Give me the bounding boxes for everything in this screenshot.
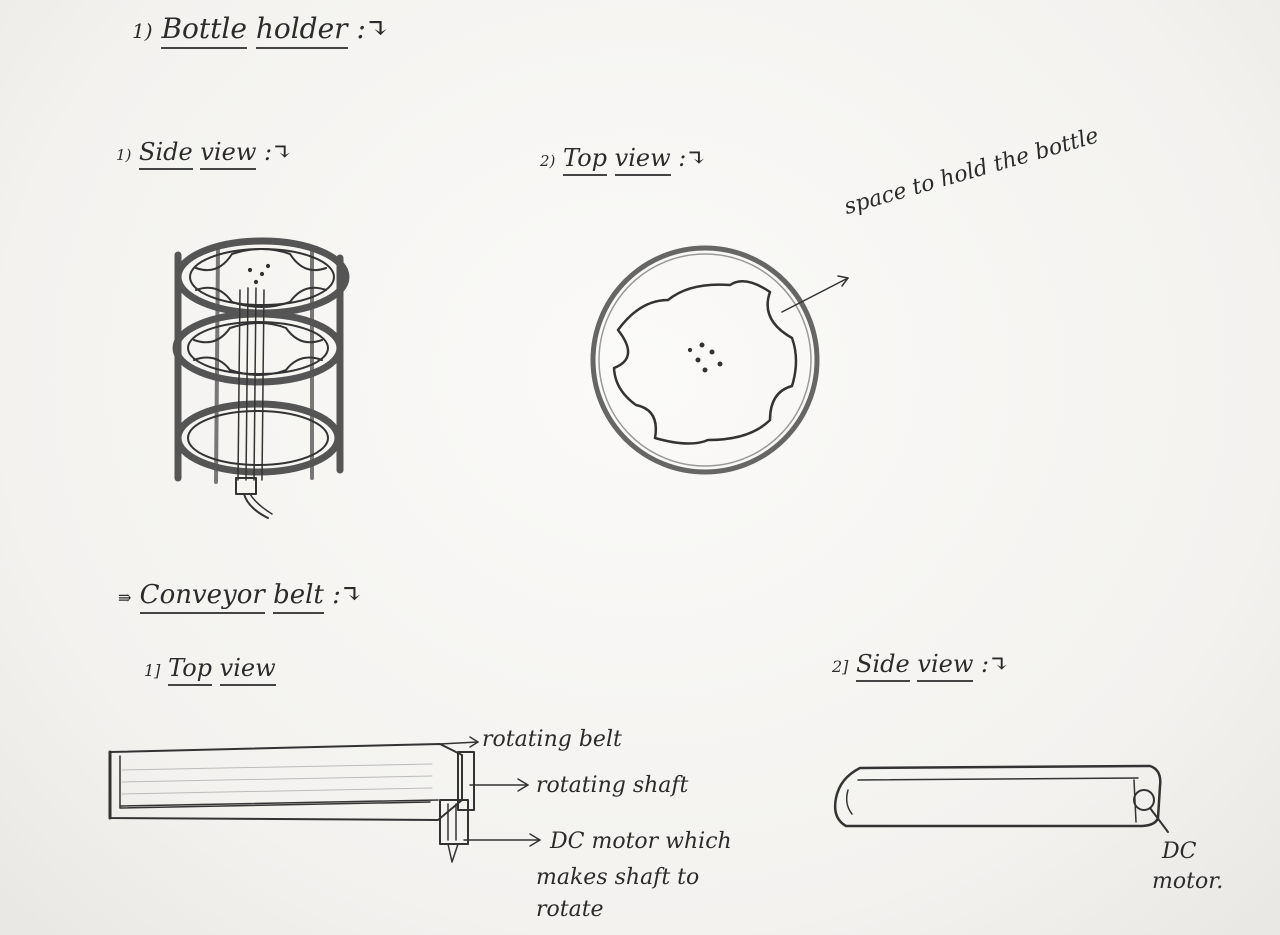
bottle-holder-side-view-heading: 1) Side view :↴	[116, 140, 292, 165]
conveyor-side-view-arrow: :↴	[981, 650, 1009, 678]
conveyor-top-view-word-view: view	[220, 654, 276, 686]
top-view-arrow: :↴	[678, 144, 706, 172]
side-view-word-view: view	[200, 138, 256, 170]
side-view-word-side: Side	[139, 138, 193, 170]
conveyor-word-belt: belt	[273, 580, 324, 614]
dc-motor-label-line2: makes shaft to	[536, 866, 699, 889]
conveyor-belt-heading: ⇛ Conveyor belt :↴	[118, 582, 363, 609]
conveyor-side-view-drawing	[835, 766, 1168, 832]
conveyor-side-view-word-side: Side	[856, 650, 910, 682]
conveyor-top-view-number: 1]	[144, 661, 160, 680]
main-title-number: 1)	[132, 19, 153, 43]
conveyor-side-view-heading: 2] Side view :↴	[832, 652, 1009, 677]
bottle-holder-top-view-heading: 2) Top view :↴	[540, 146, 706, 171]
side-view-arrow: :↴	[264, 138, 292, 166]
side-view-number: 1)	[116, 146, 131, 164]
main-title: 1) Bottle holder :↴	[132, 14, 389, 43]
dc-motor-label-line1: DC motor which	[550, 830, 732, 853]
rotating-belt-label: rotating belt	[482, 728, 622, 751]
top-view-word-view: view	[615, 144, 671, 176]
rotating-shaft-label: rotating shaft	[536, 774, 688, 797]
main-title-word-holder: holder	[256, 12, 348, 49]
bottle-holder-top-view-drawing	[593, 248, 848, 472]
dc-motor-label-line3: rotate	[536, 898, 604, 921]
conveyor-side-view-number: 2]	[832, 657, 848, 676]
conveyor-top-view-heading: 1] Top view	[144, 656, 276, 681]
conveyor-bullet-icon: ⇛	[118, 588, 131, 607]
top-view-word-top: Top	[563, 144, 607, 176]
conveyor-word-conveyor: Conveyor	[140, 580, 265, 614]
side-dc-label: DC	[1162, 840, 1196, 863]
side-motor-label: motor.	[1152, 870, 1223, 893]
main-title-arrow: :↴	[356, 12, 389, 45]
conveyor-heading-arrow: :↴	[332, 580, 363, 610]
bottle-holder-side-view-drawing	[176, 241, 346, 518]
conveyor-top-view-drawing	[110, 737, 540, 862]
top-view-number: 2)	[540, 152, 555, 170]
conveyor-side-view-word-view: view	[917, 650, 973, 682]
conveyor-top-view-word-top: Top	[168, 654, 212, 686]
main-title-word-bottle: Bottle	[161, 12, 246, 49]
